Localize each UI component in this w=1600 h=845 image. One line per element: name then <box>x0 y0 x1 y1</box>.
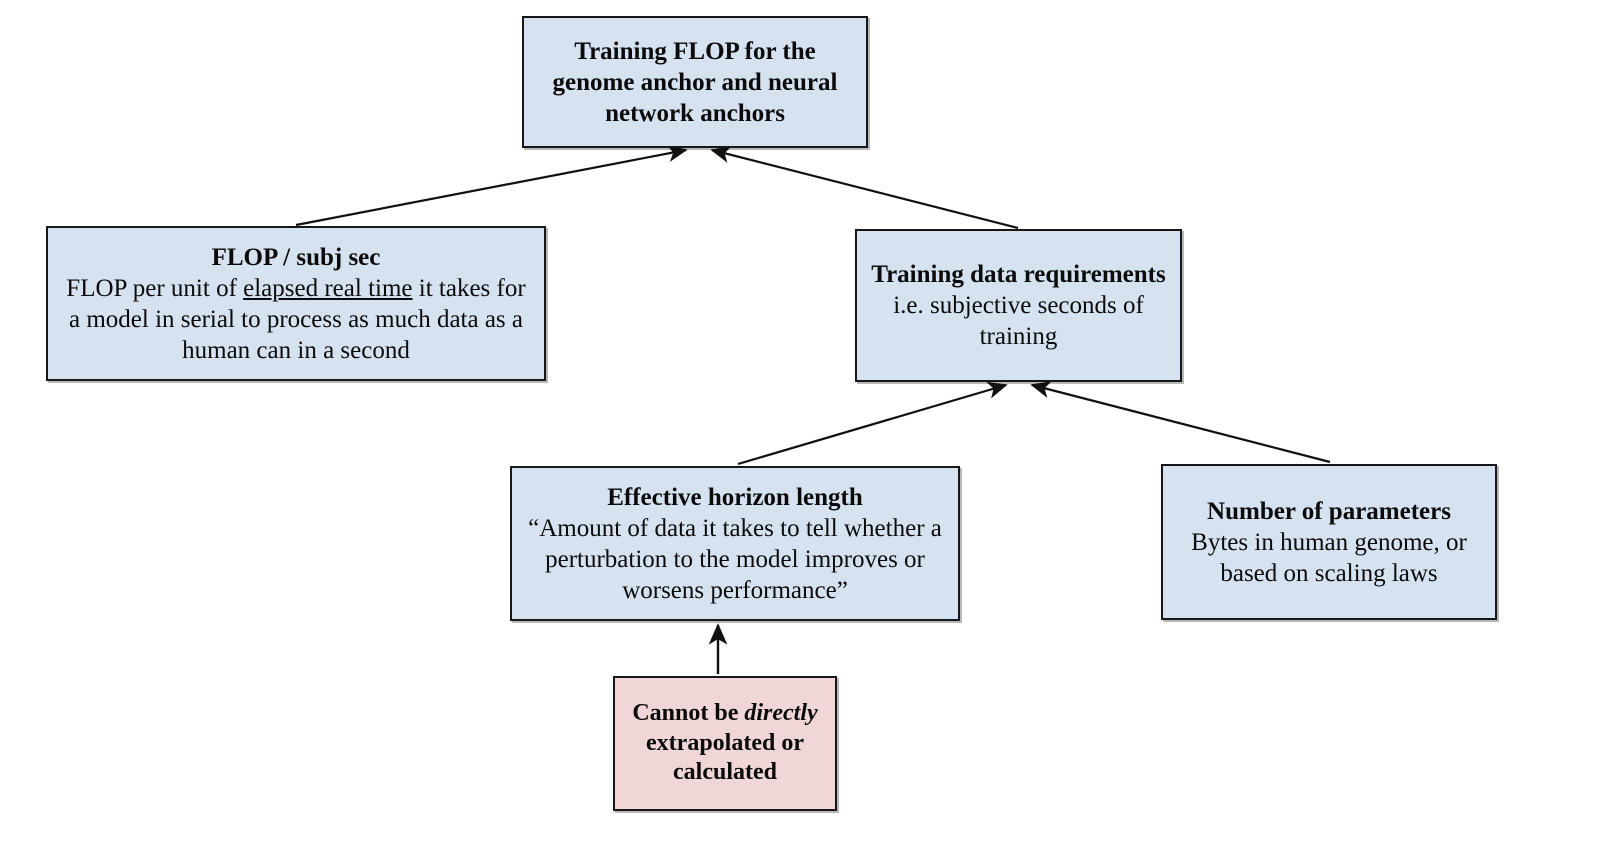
node-training-data-requirements-title: Training data requirements <box>871 261 1166 288</box>
node-training-flop[interactable]: Training FLOP for the genome anchor and … <box>522 16 868 148</box>
flop-desc-underlined-phrase: elapsed real time <box>243 274 413 302</box>
node-flop-subj-sec-description: FLOP per unit of elapsed real time it ta… <box>48 273 544 366</box>
flop-desc-part2: it takes for a model in serial to proces… <box>68 274 526 364</box>
edge-trainingdata-to-root <box>710 146 1019 230</box>
node-cannot-be-directly-extrapolated-title: Cannot be directly extrapolated or calcu… <box>615 699 835 788</box>
node-training-data-requirements-description: i.e. subjective seconds of training <box>893 292 1144 350</box>
node-number-of-parameters-title: Number of parameters <box>1207 497 1451 525</box>
flop-desc-part1: FLOP per unit of <box>66 274 244 302</box>
node-effective-horizon-length-description: “Amount of data it takes to tell whether… <box>528 514 942 604</box>
cannot-title-part1: Cannot be <box>632 699 745 726</box>
cannot-title-part2: extrapolated or calculated <box>646 729 804 786</box>
edge-flop-to-root <box>295 144 688 227</box>
node-number-of-parameters-description: Bytes in human genome, or based on scali… <box>1191 528 1467 587</box>
edge-horizon-to-trainingdata <box>737 381 1008 466</box>
node-cannot-be-directly-extrapolated[interactable]: Cannot be directly extrapolated or calcu… <box>613 676 837 811</box>
node-effective-horizon-length[interactable]: Effective horizon length “Amount of data… <box>510 466 960 621</box>
node-flop-subj-sec-title: FLOP / subj sec <box>211 243 381 271</box>
node-flop-subj-sec[interactable]: FLOP / subj sec FLOP per unit of elapsed… <box>46 226 546 381</box>
node-effective-horizon-length-title: Effective horizon length <box>607 483 863 511</box>
node-training-flop-title: Training FLOP for the genome anchor and … <box>552 37 838 127</box>
node-number-of-parameters[interactable]: Number of parameters Bytes in human geno… <box>1161 464 1497 620</box>
cannot-title-italic-word: directly <box>744 699 818 726</box>
node-training-data-requirements[interactable]: Training data requirements i.e. subjecti… <box>855 229 1182 382</box>
edge-params-to-trainingdata <box>1030 381 1331 464</box>
